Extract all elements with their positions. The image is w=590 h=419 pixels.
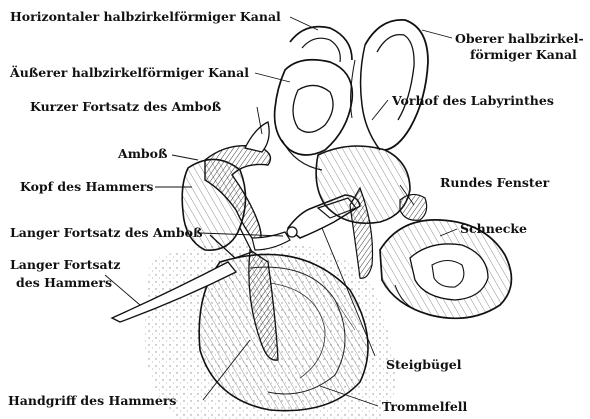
horizontal-canal-shape xyxy=(290,27,352,62)
label-short-process-incus: Kurzer Fortsatz des Amboß xyxy=(30,100,221,114)
label-vestibule: Vorhof des Labyrinthes xyxy=(392,94,554,108)
round-window-shape xyxy=(400,194,427,220)
label-round-window: Rundes Fenster xyxy=(440,176,549,190)
label-long-process-malleus-line1: Langer Fortsatz xyxy=(10,258,121,272)
label-superior-canal-line2: förmiger Kanal xyxy=(470,48,577,62)
label-outer-canal: Äußerer halbzirkelförmiger Kanal xyxy=(10,66,249,80)
label-eardrum: Trommelfell xyxy=(382,400,467,414)
label-handle-of-malleus: Handgriff des Hammers xyxy=(8,394,176,408)
label-head-of-malleus: Kopf des Hammers xyxy=(20,180,153,194)
label-stapes: Steigbügel xyxy=(386,358,462,372)
label-incus: Amboß xyxy=(118,147,168,161)
label-cochlea: Schnecke xyxy=(460,222,527,236)
superior-canal-shape xyxy=(351,20,428,150)
label-long-process-incus: Langer Fortsatz des Amboß xyxy=(10,226,202,240)
label-long-process-malleus-line2: des Hammers xyxy=(16,276,112,290)
label-superior-canal-line1: Oberer halbzirkel- xyxy=(455,32,584,46)
label-horizontal-canal: Horizontaler halbzirkelförmiger Kanal xyxy=(10,10,281,24)
